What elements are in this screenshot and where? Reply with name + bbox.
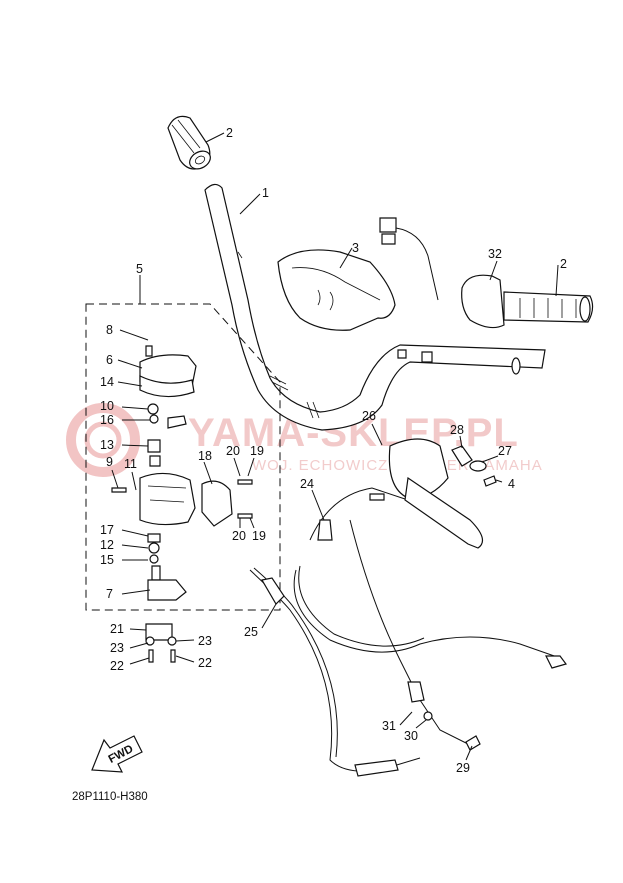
- callout-23-right: 23: [198, 634, 212, 648]
- callout-17: 17: [100, 523, 114, 537]
- callout-14: 14: [100, 375, 114, 389]
- callout-16: 16: [100, 413, 114, 427]
- bracket-parts: [145, 623, 177, 663]
- callout-2-left: 2: [226, 126, 233, 140]
- watermark-logo: [66, 403, 140, 477]
- callout-30: 30: [404, 729, 418, 743]
- callout-15: 15: [100, 553, 114, 567]
- callout-22-right: 22: [198, 656, 212, 670]
- callout-21: 21: [110, 622, 124, 636]
- diagram-code: 28P1110-H380: [72, 791, 148, 803]
- leader-lines: [111, 132, 559, 761]
- callout-9: 9: [106, 455, 113, 469]
- callout-12: 12: [100, 538, 114, 552]
- callout-10: 10: [100, 399, 114, 413]
- callout-20-upper: 20: [226, 444, 240, 458]
- callout-18: 18: [198, 449, 212, 463]
- callout-19-lower: 19: [252, 529, 266, 543]
- callout-5: 5: [136, 262, 143, 276]
- callout-6: 6: [106, 353, 113, 367]
- callout-13: 13: [100, 438, 114, 452]
- callout-23-left: 23: [110, 641, 124, 655]
- callout-8: 8: [106, 323, 113, 337]
- callout-25: 25: [244, 625, 258, 639]
- callout-labels: 1 2 2 3 4 5 6 7 8 9 10 11 12 13 14 15 16…: [100, 126, 567, 775]
- handlebar-cover-part: [277, 249, 396, 331]
- switch-assembly-boundary: [85, 303, 281, 611]
- brake-lever-parts: [369, 438, 497, 549]
- callout-4: 4: [508, 477, 515, 491]
- callout-26: 26: [362, 409, 376, 423]
- callout-24: 24: [300, 477, 314, 491]
- fwd-arrow: FWD: [91, 735, 143, 773]
- callout-2-right: 2: [560, 257, 567, 271]
- callout-29: 29: [456, 761, 470, 775]
- callout-28: 28: [450, 423, 464, 437]
- callout-22-left: 22: [110, 659, 124, 673]
- callout-27: 27: [498, 444, 512, 458]
- callout-20-lower: 20: [232, 529, 246, 543]
- callout-11: 11: [124, 457, 137, 471]
- callout-32: 32: [488, 247, 502, 261]
- callout-31: 31: [382, 719, 396, 733]
- callout-19-upper: 19: [250, 444, 264, 458]
- callout-3: 3: [352, 241, 359, 255]
- callout-1: 1: [262, 186, 269, 200]
- cables: [249, 487, 568, 777]
- callout-7: 7: [106, 587, 113, 601]
- switch-assembly-parts: [111, 345, 253, 601]
- grip-left-part: [167, 115, 211, 170]
- grip-right-part: [379, 217, 594, 329]
